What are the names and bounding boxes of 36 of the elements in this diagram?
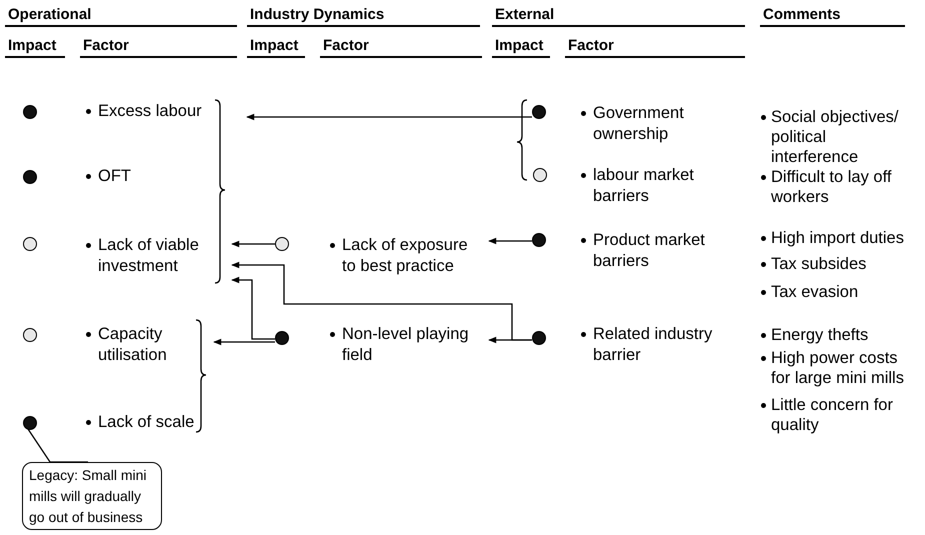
arrow — [231, 262, 532, 341]
factor-text: Product market barriers — [593, 230, 706, 272]
factor-text: Government ownership — [593, 103, 685, 145]
column-heading: Impact — [5, 36, 65, 58]
comment-text: High import duties — [771, 228, 905, 248]
arrow — [213, 338, 275, 346]
column-heading: Factor — [320, 36, 482, 58]
column-heading: Factor — [565, 36, 745, 58]
comment-text: High power costs for large mini mills — [771, 348, 905, 388]
column-heading: Impact — [492, 36, 550, 58]
column-heading: Factor — [80, 36, 237, 58]
factor-text: Non-level playing field — [342, 324, 470, 366]
column-heading: Comments — [760, 5, 905, 27]
factor-text: Lack of scale — [98, 412, 196, 433]
callout-pointer — [27, 428, 89, 463]
comment-text: Energy thefts — [771, 325, 870, 345]
comment-text: Tax subsides — [771, 254, 868, 274]
arrow — [246, 114, 532, 120]
factor-text: Capacity utilisation — [98, 324, 168, 366]
factor-text: Related industry barrier — [593, 324, 714, 366]
column-heading: External — [492, 5, 745, 27]
factor-text: Excess labour — [98, 101, 203, 122]
comment-text: Social objectives/ political interference — [771, 107, 900, 167]
factor-text: Lack of viable investment — [98, 235, 200, 277]
column-heading: Industry Dynamics — [247, 5, 480, 27]
arrow — [231, 276, 275, 340]
column-heading: Impact — [247, 36, 305, 58]
comment-text: Difficult to lay off workers — [771, 167, 892, 207]
factor-text: labour market barriers — [593, 165, 695, 207]
comment-text: Little concern for quality — [771, 395, 894, 435]
column-heading: Operational — [5, 5, 237, 27]
arrow — [488, 238, 532, 244]
factor-text: Lack of exposure to best practice — [342, 235, 469, 277]
comment-text: Tax evasion — [771, 282, 860, 302]
arrow — [231, 240, 275, 248]
factor-text: OFT — [98, 166, 132, 187]
